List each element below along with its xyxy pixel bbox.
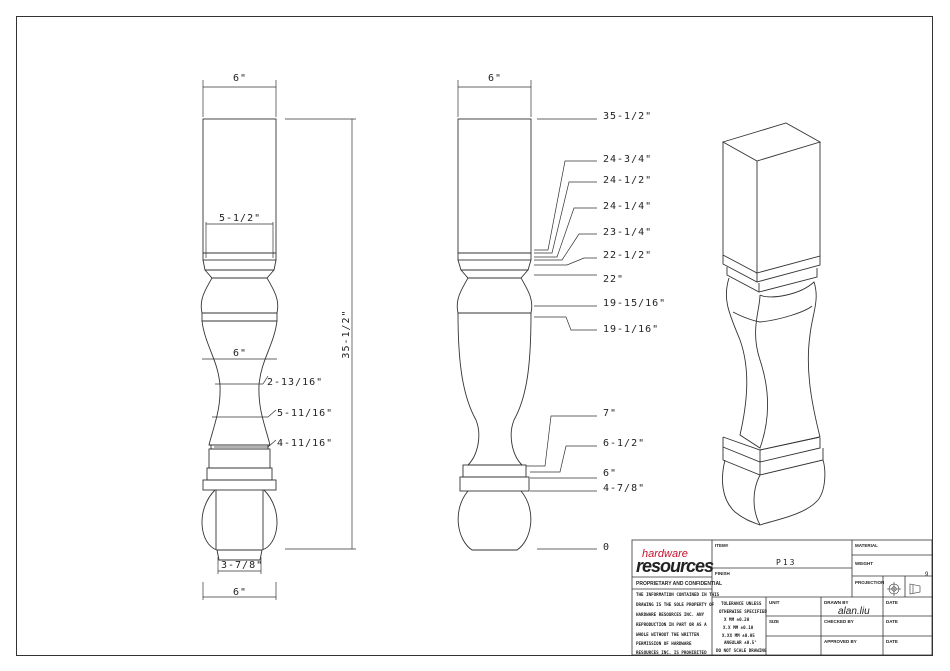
approved-by-label: APPROVED BY [824, 639, 857, 644]
item-label: ITEM# [715, 543, 729, 548]
svg-text:DO NOT SCALE DRAWING: DO NOT SCALE DRAWING [716, 648, 767, 653]
side-height-1: 24-3/4" [603, 154, 652, 165]
front-collar-3: 4-11/16" [277, 438, 333, 449]
side-height-10: 6-1/2" [603, 438, 645, 449]
side-height-2: 24-1/2" [603, 175, 652, 186]
isometric-view [721, 122, 826, 526]
projection-label: PROJECTION [855, 580, 884, 585]
date-label-3: DATE [886, 639, 898, 644]
proprietary-text: THE INFORMATION CONTAINED IN THIS DRAWIN… [636, 592, 720, 655]
material-label: MATERIAL [855, 543, 878, 548]
side-height-13: 0 [603, 542, 610, 553]
weight-value: 9 [925, 572, 929, 578]
weight-label: WEIGHT [855, 561, 873, 566]
checked-by-label: CHECKED BY [824, 619, 854, 624]
projection-symbol-icon [887, 582, 921, 596]
front-top-width: 6" [233, 73, 247, 84]
side-view [456, 118, 533, 551]
svg-text:TOLERANCE UNLESS: TOLERANCE UNLESS [721, 601, 762, 606]
date-label-1: DATE [886, 600, 898, 605]
side-height-4: 23-1/4" [603, 227, 652, 238]
side-height-0: 35-1/2" [603, 111, 652, 122]
front-collar-2: 5-11/16" [277, 408, 333, 419]
svg-text:RESOURCES INC. IS PROHIBITED: RESOURCES INC. IS PROHIBITED [636, 650, 707, 655]
svg-text:HARDWARE RESOURCES INC. ANY: HARDWARE RESOURCES INC. ANY [636, 612, 705, 617]
side-height-6: 22" [603, 274, 624, 285]
unit-label: UNIT [769, 600, 780, 605]
side-height-9: 7" [603, 408, 617, 419]
side-top-width: 6" [488, 73, 502, 84]
svg-text:DRAWING IS THE SOLE PROPERTY O: DRAWING IS THE SOLE PROPERTY OF [636, 602, 715, 607]
front-neck-width: 5-1/2" [219, 213, 261, 224]
date-label-2: DATE [886, 619, 898, 624]
front-view [200, 118, 279, 561]
svg-text:X MM ±0.20: X MM ±0.20 [724, 617, 750, 622]
svg-text:THE INFORMATION CONTAINED IN T: THE INFORMATION CONTAINED IN THIS [636, 592, 720, 597]
front-mid-width: 6" [233, 348, 247, 359]
svg-text:ANGULAR ±0.5°: ANGULAR ±0.5° [724, 640, 757, 645]
svg-text:PERMISSION OF HARDWARE: PERMISSION OF HARDWARE [636, 641, 692, 646]
svg-text:WHOLE WITHOUT THE WRITTEN: WHOLE WITHOUT THE WRITTEN [636, 632, 700, 637]
side-height-8: 19-1/16" [603, 324, 659, 335]
front-view-labels: 6" 5-1/2" 6" 2-13/16" 5-11/16" 4-11/16" … [219, 73, 352, 598]
side-height-3: 24-1/4" [603, 201, 652, 212]
title-block: hardware resources PROPRIETARY AND CONFI… [631, 539, 933, 656]
svg-text:X.X MM ±0.10: X.X MM ±0.10 [723, 625, 754, 630]
finish-label: FINISH [715, 571, 730, 576]
side-view-dimensions [457, 80, 597, 550]
front-foot-neck: 3-7/8" [221, 560, 263, 571]
svg-text:REPRODUCTION IN PART OR AS A: REPRODUCTION IN PART OR AS A [636, 622, 707, 627]
side-height-7: 19-15/16" [603, 298, 666, 309]
svg-text:X.XX MM ±0.05: X.XX MM ±0.05 [722, 633, 755, 638]
logo-top: hardware [642, 548, 688, 560]
front-bottom-width: 6" [233, 587, 247, 598]
front-collar-1: 2-13/16" [267, 377, 323, 388]
size-label: SIZE [769, 619, 779, 624]
drawn-by-value: alan.liu [838, 606, 870, 617]
front-view-dimensions [202, 80, 356, 600]
side-height-11: 6" [603, 468, 617, 479]
proprietary-heading: PROPRIETARY AND CONFIDENTIAL [636, 581, 722, 587]
tolerance-text: TOLERANCE UNLESS OTHERWISE SPECIFIED X M… [716, 601, 767, 653]
svg-text:OTHERWISE SPECIFIED: OTHERWISE SPECIFIED [719, 609, 767, 614]
side-height-12: 4-7/8" [603, 483, 645, 494]
item-value: P13 [776, 558, 796, 567]
logo-bottom: resources [636, 556, 714, 576]
drawn-by-label: DRAWN BY [824, 600, 849, 605]
front-total-height: 35-1/2" [341, 309, 352, 358]
side-view-labels: 6" 35-1/2" 24-3/4" 24-1/2" 24-1/4" 23-1/… [488, 73, 666, 553]
sheet-border [16, 16, 933, 656]
side-height-5: 22-1/2" [603, 250, 652, 261]
